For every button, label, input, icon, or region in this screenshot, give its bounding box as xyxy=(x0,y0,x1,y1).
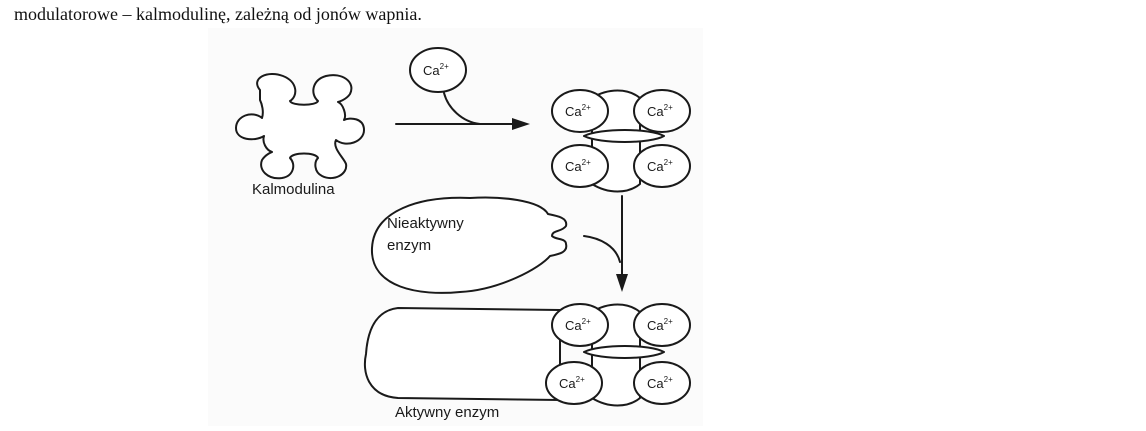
ion-label: Ca2+ xyxy=(559,375,585,391)
active-core-waist xyxy=(583,345,665,359)
ion-label: Ca2+ xyxy=(647,375,673,391)
active-enzyme-complex: Ca2+ Ca2+ Ca2+ Ca2+ xyxy=(363,303,691,407)
ion-label: Ca2+ xyxy=(647,158,673,174)
bound-ion-bottom-left xyxy=(551,144,609,188)
active-enzyme-body xyxy=(363,307,561,401)
ion-label: Ca2+ xyxy=(565,158,591,174)
calmodulin-cross-shape xyxy=(235,72,365,180)
enzyme-feed-curve xyxy=(583,235,621,263)
inactive-enzyme-shape xyxy=(370,196,568,294)
bound-core-waist xyxy=(583,129,665,143)
calcium-feed-curve xyxy=(443,92,481,125)
ion-label: Ca2+ xyxy=(647,103,673,119)
active-enzyme-label: Aktywny enzym xyxy=(395,404,499,421)
bound-ion-top-left xyxy=(551,89,609,133)
active-ion-bottom-right xyxy=(633,361,691,405)
free-calcium-ion xyxy=(409,47,467,93)
active-ion-top-left xyxy=(551,303,609,347)
calmodulin-label: Kalmodulina xyxy=(252,181,335,198)
active-ion-top-right xyxy=(633,303,691,347)
activation-arrowhead xyxy=(616,274,628,292)
ion-label: Ca2+ xyxy=(647,317,673,333)
binding-arrowhead xyxy=(512,118,530,130)
bound-ion-bottom-right xyxy=(633,144,691,188)
calcium-bound-calmodulin: Ca2+ Ca2+ Ca2+ Ca2+ xyxy=(551,89,691,193)
ion-label: Ca2+ xyxy=(565,103,591,119)
inactive-enzyme-label-line2: enzym xyxy=(387,237,431,254)
inactive-enzyme-label-line1: Nieaktywny xyxy=(387,215,464,232)
active-ion-bottom-left xyxy=(545,361,603,405)
ion-label: Ca2+ xyxy=(565,317,591,333)
bound-ion-top-right xyxy=(633,89,691,133)
caption-text: modulatorowe – kalmodulinę, zależną od j… xyxy=(14,4,422,24)
free-calcium-ion-label: Ca2+ xyxy=(423,62,449,78)
